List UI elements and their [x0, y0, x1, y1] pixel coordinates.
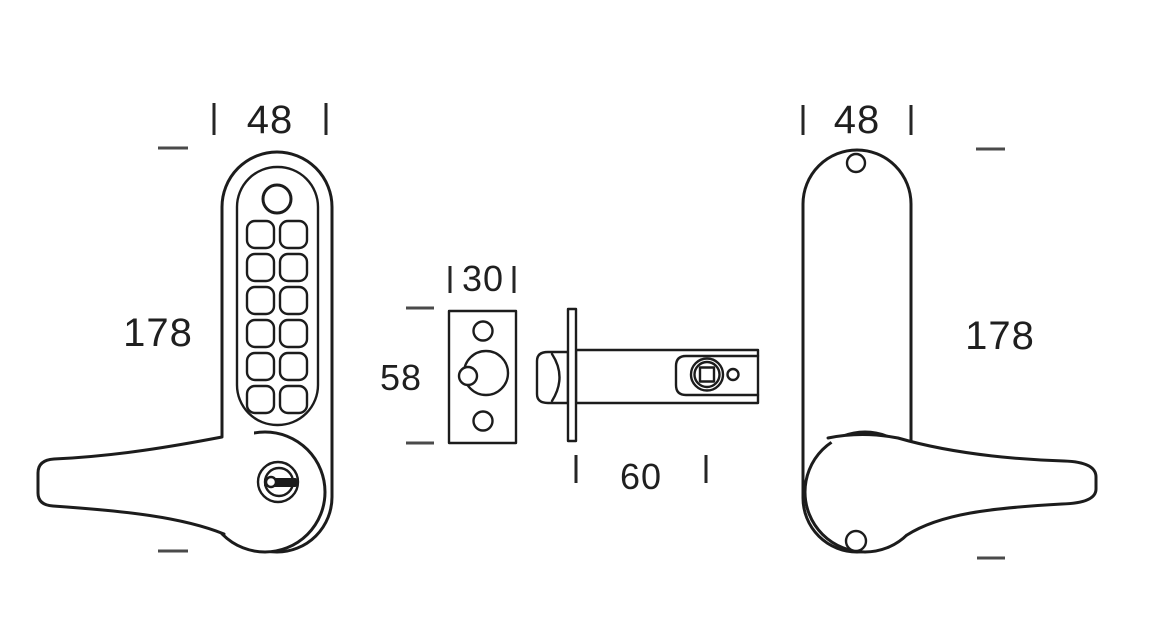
- faceplate-screw-hole-top: [472, 320, 494, 342]
- dim-label-inside-width: 48: [834, 98, 881, 142]
- dim-faceplate-width: 30: [448, 258, 516, 299]
- dim-outside-width: 48: [212, 98, 328, 142]
- keypad-button: [245, 285, 276, 316]
- dim-inside-height: 178: [965, 147, 1035, 560]
- latch-faceplate-front: [447, 309, 518, 445]
- keypad-buttons: [245, 219, 309, 415]
- dim-faceplate-height: 58: [380, 306, 434, 445]
- case-screw-hole: [726, 367, 740, 382]
- spindle-boss: [674, 354, 760, 397]
- faceplate-edge: [566, 307, 578, 443]
- keypad-button: [278, 384, 309, 415]
- keypad-button: [245, 252, 276, 283]
- dim-inside-width: 48: [801, 98, 913, 142]
- latch-bolt-bevel: [550, 352, 561, 403]
- keypad-button: [278, 351, 309, 382]
- latch-body-side: [535, 307, 760, 443]
- left-lever-handle: [36, 435, 226, 536]
- faceplate-screw-hole-bottom: [472, 410, 494, 432]
- spindle-square-hole: [698, 366, 716, 383]
- dim-label-outside-width: 48: [247, 98, 294, 142]
- keypad-button: [278, 318, 309, 349]
- keypad-button: [245, 318, 276, 349]
- keypad-button: [245, 351, 276, 382]
- dim-label-outside-height: 178: [123, 311, 193, 355]
- spindle-ring: [693, 360, 721, 389]
- keypad-button: [245, 219, 276, 250]
- latch-bolt: [535, 350, 570, 405]
- keypad-button: [245, 384, 276, 415]
- right-lever-handle: [826, 433, 1098, 537]
- clear-button: [261, 183, 293, 215]
- key-cylinder: [256, 460, 300, 504]
- latch-assembly: [447, 307, 760, 445]
- keypad-button: [278, 219, 309, 250]
- dim-label-inside-height: 178: [965, 314, 1035, 358]
- dim-label-faceplate-width: 30: [462, 258, 504, 299]
- inside-plate-unit: [801, 148, 1098, 554]
- keypad-button: [278, 285, 309, 316]
- left-lever-fill: [38, 431, 254, 534]
- dim-backset: 60: [574, 455, 708, 497]
- dim-outside-height: 178: [123, 146, 193, 553]
- latch-follower-pin: [457, 365, 479, 387]
- plate-screw-bottom: [844, 529, 868, 553]
- dimension-annotations: 48 178 30 58 60 48: [123, 98, 1035, 560]
- dim-label-faceplate-height: 58: [380, 357, 422, 398]
- plate-screw-top: [845, 152, 867, 174]
- outside-keypad-unit: [36, 150, 334, 554]
- dim-label-backset: 60: [620, 456, 662, 497]
- keypad-button: [278, 252, 309, 283]
- key-slot-pin: [264, 475, 278, 489]
